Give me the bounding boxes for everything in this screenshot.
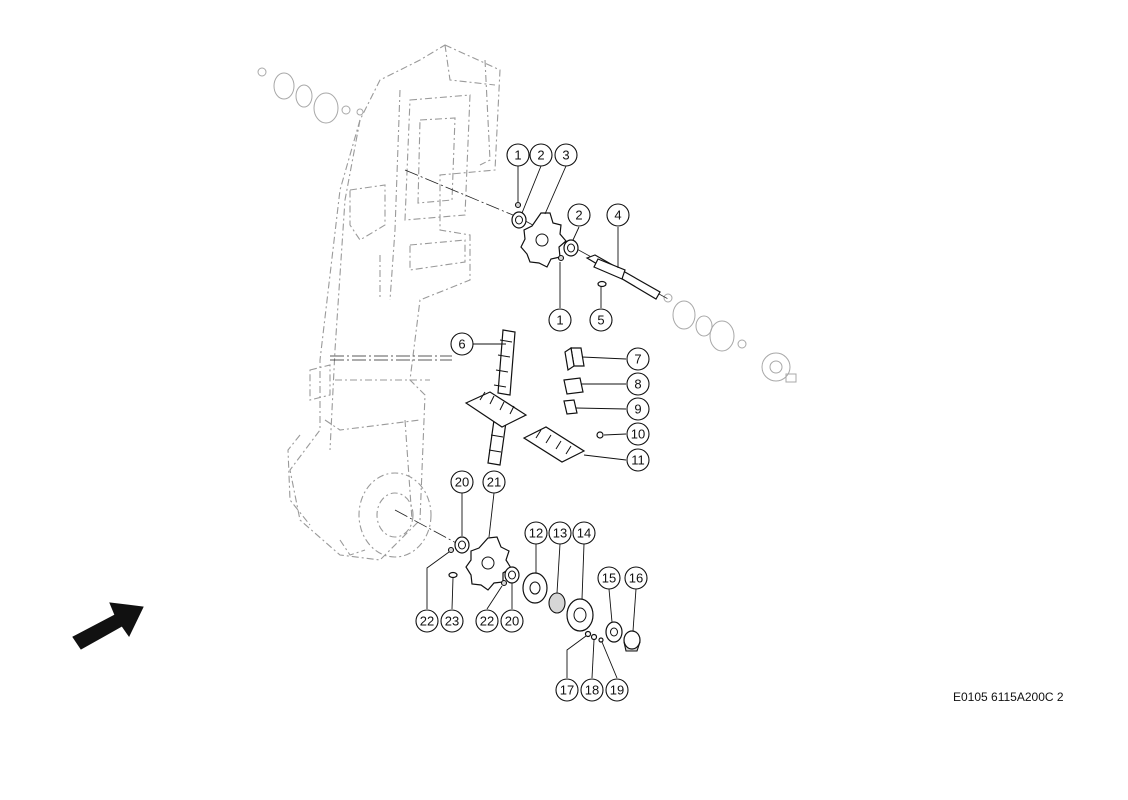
- callout-5: 5: [589, 308, 613, 332]
- svg-text:14: 14: [577, 526, 591, 541]
- svg-text:7: 7: [634, 352, 641, 367]
- svg-text:4: 4: [614, 208, 621, 223]
- callout-9: 9: [626, 397, 650, 421]
- callout-22-left: 22: [415, 609, 439, 633]
- svg-text:19: 19: [610, 683, 624, 698]
- callout-4: 4: [606, 203, 630, 227]
- callout-12: 12: [524, 521, 548, 545]
- ghost-housing: [287, 44, 501, 561]
- callout-18: 18: [580, 678, 604, 702]
- svg-text:6: 6: [458, 337, 465, 352]
- callout-20-upper: 20: [450, 470, 474, 494]
- svg-text:15: 15: [602, 571, 616, 586]
- ghost-upper-hub: [257, 67, 364, 124]
- leader-lines: [426, 165, 637, 679]
- document-code: E0105 6115A200C 2: [953, 690, 1064, 704]
- svg-text:23: 23: [445, 614, 459, 629]
- callout-14: 14: [572, 521, 596, 545]
- direction-arrow-icon: [72, 602, 144, 650]
- svg-text:18: 18: [585, 683, 599, 698]
- callout-13: 13: [548, 521, 572, 545]
- callout-16: 16: [624, 566, 648, 590]
- callout-15: 15: [597, 566, 621, 590]
- svg-text:22: 22: [480, 614, 494, 629]
- callout-1-lower: 1: [548, 308, 572, 332]
- svg-text:20: 20: [455, 475, 469, 490]
- svg-text:20: 20: [505, 614, 519, 629]
- svg-text:5: 5: [597, 313, 604, 328]
- svg-text:9: 9: [634, 402, 641, 417]
- callout-20-lower: 20: [500, 609, 524, 633]
- callouts: 1 2 3 2 4 1 5 6 7 8 9 10 11 20 21 12 13 …: [415, 143, 650, 702]
- svg-text:3: 3: [562, 148, 569, 163]
- svg-text:16: 16: [629, 571, 643, 586]
- callout-6: 6: [450, 332, 474, 356]
- svg-text:2: 2: [537, 148, 544, 163]
- callout-2-top: 2: [529, 143, 553, 167]
- callout-2-right: 2: [567, 203, 591, 227]
- chain-assembly: [464, 329, 604, 466]
- callout-10: 10: [626, 422, 650, 446]
- svg-text:13: 13: [553, 526, 567, 541]
- svg-text:1: 1: [556, 313, 563, 328]
- svg-text:1: 1: [514, 148, 521, 163]
- svg-text:11: 11: [631, 453, 645, 468]
- callout-23: 23: [440, 609, 464, 633]
- callout-19: 19: [605, 678, 629, 702]
- svg-text:2: 2: [575, 208, 582, 223]
- callout-8: 8: [626, 372, 650, 396]
- callout-21: 21: [482, 470, 506, 494]
- svg-text:22: 22: [420, 614, 434, 629]
- svg-text:17: 17: [560, 683, 574, 698]
- lower-drive-assembly: [447, 536, 641, 652]
- callout-3: 3: [554, 143, 578, 167]
- callout-1-top: 1: [506, 143, 530, 167]
- callout-11: 11: [626, 448, 650, 472]
- callout-17: 17: [555, 678, 579, 702]
- svg-text:8: 8: [634, 377, 641, 392]
- callout-22-right: 22: [475, 609, 499, 633]
- callout-7: 7: [626, 347, 650, 371]
- ghost-right-hub: [663, 293, 797, 383]
- svg-text:21: 21: [487, 475, 501, 490]
- svg-text:10: 10: [631, 427, 645, 442]
- upper-shaft-assembly: [511, 201, 661, 300]
- svg-text:12: 12: [529, 526, 543, 541]
